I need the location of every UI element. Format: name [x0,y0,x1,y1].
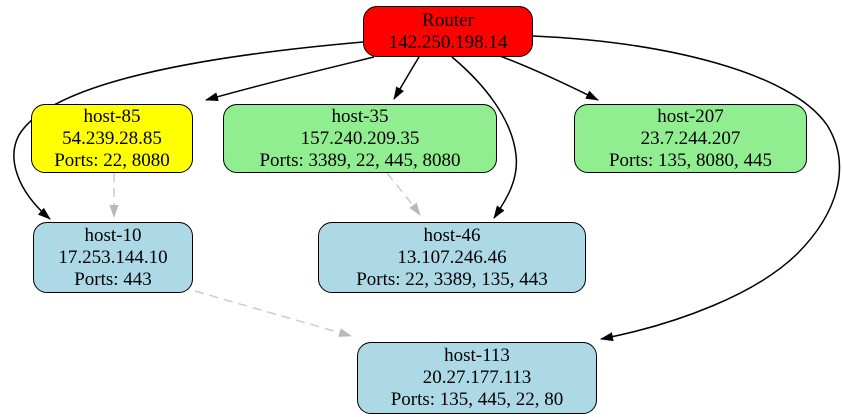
node-label: host-207 [657,105,724,127]
node-label: host-113 [444,345,510,366]
node-router: Router 142.250.198.14 [363,6,533,57]
node-ports: Ports: 135, 8080, 445 [608,149,773,171]
node-ports: Ports: 135, 445, 22, 80 [390,389,564,410]
node-label: host-46 [423,224,481,246]
node-host-10: host-10 17.253.144.10 Ports: 443 [33,222,193,293]
node-label: host-85 [83,105,141,127]
node-host-207: host-207 23.7.244.207 Ports: 135, 8080, … [574,104,807,173]
node-ip: 20.27.177.113 [422,367,532,388]
edge-router-to-host-85 [205,56,375,102]
edge-host-35-to-host-46 [386,172,421,216]
edge-host-10-to-host-113 [194,290,352,337]
node-label: host-35 [331,105,389,127]
node-ip: 23.7.244.207 [640,127,741,149]
node-label: host-10 [84,224,142,246]
node-ip: 157.240.209.35 [300,127,420,149]
node-ports: Ports: 3389, 22, 445, 8080 [259,149,461,171]
node-ports: Ports: 22, 8080 [54,149,170,171]
node-host-46: host-46 13.107.246.46 Ports: 22, 3389, 1… [318,222,586,293]
node-ports: Ports: 22, 3389, 135, 443 [356,268,548,290]
edge-router-to-host-207 [499,55,599,101]
node-ip: 54.239.28.85 [62,127,162,149]
node-ip: 142.250.198.14 [388,31,508,53]
edge-router-to-host-35 [393,56,420,100]
node-ports: Ports: 443 [74,268,152,290]
node-host-113: host-113 20.27.177.113 Ports: 135, 445, … [357,342,597,414]
node-host-35: host-35 157.240.209.35 Ports: 3389, 22, … [223,104,497,173]
node-label: Router [422,9,474,31]
node-ip: 13.107.246.46 [397,246,507,268]
edge-router-to-host-113 [532,35,841,342]
node-ip: 17.253.144.10 [58,246,168,268]
node-host-85: host-85 54.239.28.85 Ports: 22, 8080 [31,104,193,173]
edge-router-to-host-46 [451,56,518,219]
